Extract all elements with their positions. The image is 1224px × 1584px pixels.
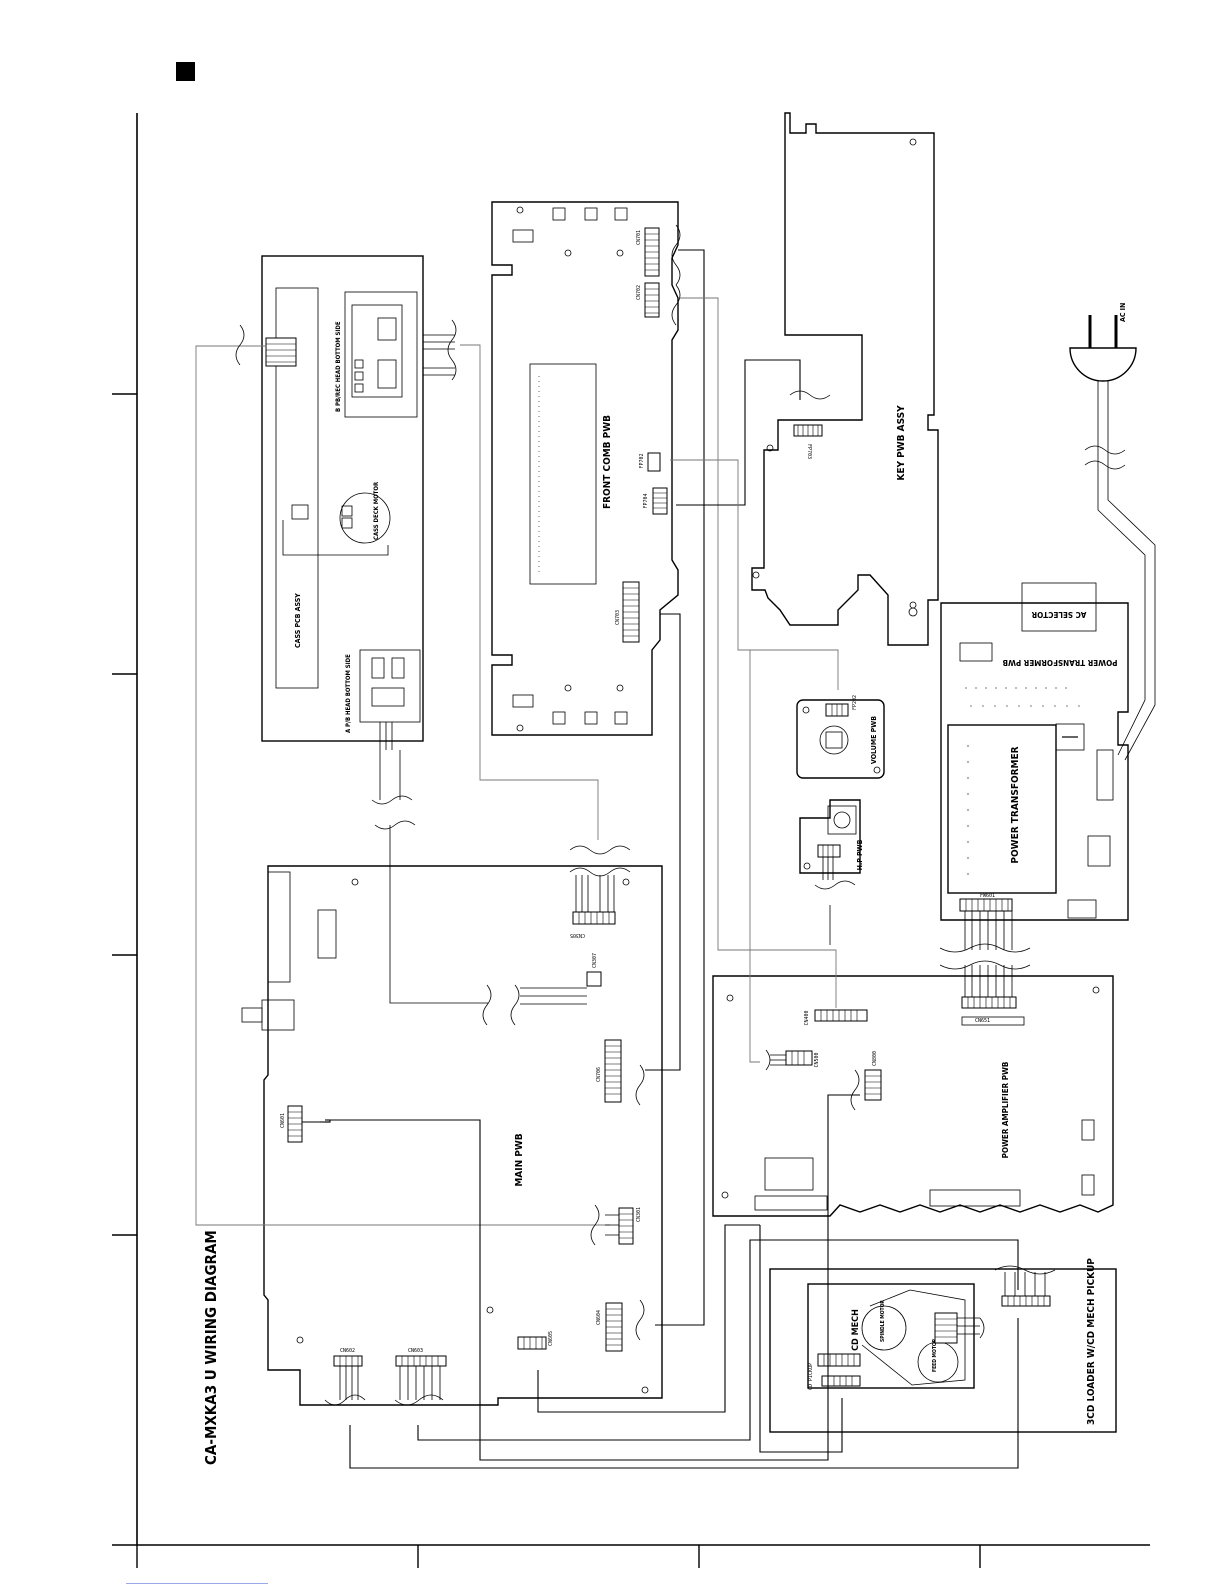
cn601-label: CN601 [280,1113,286,1128]
fp704-label: FP704 [643,493,649,508]
fw601-label: FW601 [980,893,995,899]
bpr-head-label: B PB/REC HEAD BOTTOM SIDE [335,321,342,412]
fp703-label: FP703 [806,444,812,459]
wiring-harness [195,249,1046,1469]
apb-head-label: A P/B HEAD BOTTOM SIDE [345,654,352,733]
cass-pcb-assy: CASS PCB ASSY B PB/REC HEAD BOTTOM SIDE … [261,255,424,750]
cn305-label: CN305 [570,932,585,938]
power-transformer-pwb-label: POWER TRANSFORMER PWB [1003,658,1118,667]
cd-loader: 3CD LOADER W/CD MECH PICKUP CD MECH SPIN… [769,1258,1117,1433]
section-marker-square [176,62,195,81]
cn602-label: CN602 [340,1348,355,1354]
cn400-label: CN400 [804,1010,810,1025]
cn706-label: CN706 [596,1067,602,1082]
cn604-label: CN604 [596,1310,602,1325]
power-transformer-pwb: AC SELECTOR POWER TRANSFORMER PWB POWER … [940,582,1129,921]
main-pwb-label: MAIN PWB [514,1133,525,1186]
diagram-title: CA-MXKA3 U WIRING DIAGRAM [202,1230,220,1465]
cass-pcb-label: CASS PCB ASSY [294,593,302,648]
fp702-label: FP702 [639,453,645,468]
cn651-label: CN651 [975,1018,990,1024]
cn301-label: CN301 [636,1207,642,1222]
cn703-label: CN703 [615,610,621,625]
cd-loader-label: 3CD LOADER W/CD MECH PICKUP [1086,1258,1097,1425]
volume-pwb-label: VOLUME PWB [870,716,878,764]
volume-pwb: FP202 VOLUME PWB [796,695,885,779]
power-amp-label: POWER AMPLIFIER PWB [1001,1062,1010,1159]
fp202-label: FP202 [852,695,858,710]
hp-pwb: H.P PWB [799,799,864,874]
ac-in-label: AC IN [1119,303,1127,322]
key-pwb-assy: FP703 KEY PWB ASSY [751,112,939,646]
power-amplifier-pwb: CN400 CN651 CN500 CN800 POWER AMPLIFIER … [712,975,1114,1217]
cn701-label: CN701 [636,230,642,245]
cn605-label: CN605 [548,1331,554,1346]
page-frame [112,113,1150,1584]
front-comb-pwb: CN701 CN702 FP702 FP704 CN703 FRONT COMB… [491,201,679,736]
hp-pwb-label: H.P PWB [856,839,864,870]
feed-motor-label: FEED MOTOR [932,1338,938,1372]
cable-breaks [235,224,1126,1406]
cn603-label: CN603 [408,1348,423,1354]
cd-mech-label: CD MECH [851,1309,861,1351]
key-pwb-label: KEY PWB ASSY [896,405,907,481]
cn307-label: CN307 [592,953,598,968]
main-pwb: CN305 CN307 CN706 CN601 CN301 CN604 CN60… [241,865,663,1406]
ac-in-plug: AC IN [1069,303,1156,761]
spindle-motor-label: SPINDLE MOTOR [880,1300,886,1342]
power-transformer-label: POWER TRANSFORMER [1010,746,1021,863]
ac-selector-label: AC SELECTOR [1031,610,1086,619]
cn702-label: CN702 [636,285,642,300]
cn500-label: CN500 [814,1052,820,1067]
cass-motor-label: CASS DECK MOTOR [373,481,380,540]
cn800-label: CN800 [872,1051,878,1066]
front-comb-label: FRONT COMB PWB [602,415,613,509]
cd-pickup-label: CD PICKUP [808,1363,814,1390]
